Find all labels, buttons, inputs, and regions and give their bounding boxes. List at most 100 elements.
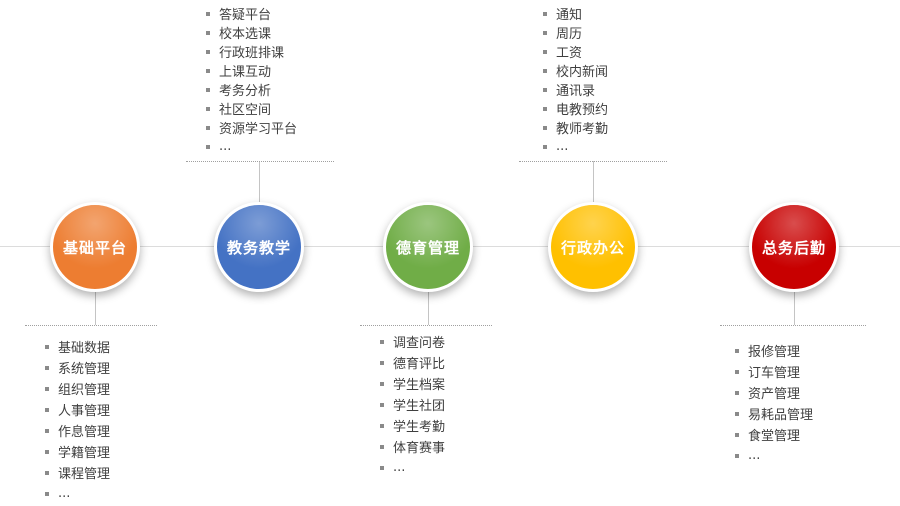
list-item-label: 学生考勤	[393, 420, 446, 435]
bullet-icon	[380, 381, 384, 386]
node-circle-moral-education: 德育管理	[383, 202, 473, 292]
list-item-label: 基础数据	[58, 341, 111, 356]
bullet-icon	[206, 30, 210, 35]
bullet-icon	[45, 449, 49, 454]
list-item-label: ...	[556, 139, 569, 154]
bullet-icon	[206, 87, 210, 92]
connector-line-node2	[259, 161, 260, 202]
list-item-label: 系统管理	[58, 362, 111, 377]
bullet-icon	[380, 444, 384, 449]
bullet-icon	[45, 470, 49, 475]
list-item: 社区空间	[206, 99, 297, 118]
bullet-icon	[206, 68, 210, 73]
list-item: 德育评比	[380, 352, 445, 373]
list-item-label: 通讯录	[556, 84, 596, 99]
list-item: 课程管理	[45, 462, 110, 483]
list-item-label: 学籍管理	[58, 446, 111, 461]
list-item-label: 上课互动	[219, 65, 272, 80]
list-item: 上课互动	[206, 61, 297, 80]
bullet-icon	[45, 491, 49, 496]
list-item: 基础数据	[45, 336, 110, 357]
list-item: ...	[735, 445, 813, 466]
list-item: 行政班排课	[206, 42, 297, 61]
connector-line-node3	[428, 292, 429, 325]
list-item: ...	[380, 457, 445, 478]
list-item: 订车管理	[735, 361, 813, 382]
node-label: 行政办公	[560, 238, 625, 257]
list-item-label: 社区空间	[219, 103, 272, 118]
connector-line-node4	[593, 161, 594, 202]
list-item-label: 报修管理	[748, 345, 801, 360]
node-label: 教务教学	[226, 238, 291, 257]
feature-list-moral-education: 调查问卷 德育评比 学生档案 学生社团 学生考勤 体育赛事 ...	[380, 331, 445, 478]
bullet-icon	[735, 411, 739, 416]
bullet-icon	[45, 407, 49, 412]
bullet-icon	[380, 402, 384, 407]
list-item: 通知	[543, 4, 608, 23]
list-item: ...	[45, 483, 110, 504]
list-item: 资源学习平台	[206, 118, 297, 137]
feature-list-academic-teaching: 答疑平台 校本选课 行政班排课 上课互动 考务分析 社区空间 资源学习平台 ..…	[206, 4, 297, 156]
bullet-icon	[45, 344, 49, 349]
bullet-icon	[380, 339, 384, 344]
list-item: 易耗品管理	[735, 403, 813, 424]
bullet-icon	[543, 106, 547, 111]
list-item: 通讯录	[543, 80, 608, 99]
bullet-icon	[735, 453, 739, 458]
list-item-label: ...	[748, 448, 761, 463]
node-label: 基础平台	[62, 238, 127, 257]
bullet-icon	[735, 390, 739, 395]
feature-list-basic-platform: 基础数据 系统管理 组织管理 人事管理 作息管理 学籍管理 课程管理 ...	[45, 336, 110, 504]
list-item-label: 学生档案	[393, 378, 446, 393]
dotted-divider-node3	[360, 325, 492, 326]
list-item: ...	[206, 137, 297, 156]
list-item: 组织管理	[45, 378, 110, 399]
list-item: 答疑平台	[206, 4, 297, 23]
list-item-label: 人事管理	[58, 404, 111, 419]
node-circle-administrative-office: 行政办公	[548, 202, 638, 292]
bullet-icon	[543, 144, 547, 149]
node-label: 总务后勤	[761, 238, 826, 257]
list-item-label: 食堂管理	[748, 429, 801, 444]
bullet-icon	[206, 49, 210, 54]
dotted-divider-node5	[720, 325, 866, 326]
list-item: 周历	[543, 23, 608, 42]
bullet-icon	[543, 87, 547, 92]
bullet-icon	[543, 49, 547, 54]
list-item: 学生社团	[380, 394, 445, 415]
bullet-icon	[206, 144, 210, 149]
list-item: 报修管理	[735, 340, 813, 361]
list-item-label: 校内新闻	[556, 65, 609, 80]
list-item-label: 答疑平台	[219, 8, 272, 23]
list-item-label: 周历	[556, 27, 583, 42]
bullet-icon	[45, 386, 49, 391]
bullet-icon	[735, 369, 739, 374]
list-item: 资产管理	[735, 382, 813, 403]
list-item-label: 通知	[556, 8, 583, 23]
bullet-icon	[735, 432, 739, 437]
bullet-icon	[45, 428, 49, 433]
list-item: 工资	[543, 42, 608, 61]
list-item: 校本选课	[206, 23, 297, 42]
list-item-label: ...	[393, 460, 406, 475]
list-item: 系统管理	[45, 357, 110, 378]
bullet-icon	[543, 68, 547, 73]
bullet-icon	[543, 125, 547, 130]
list-item-label: 资源学习平台	[219, 122, 298, 137]
dotted-divider-node4	[519, 161, 667, 162]
list-item-label: 教师考勤	[556, 122, 609, 137]
list-item: 电教预约	[543, 99, 608, 118]
bullet-icon	[206, 106, 210, 111]
list-item-label: 组织管理	[58, 383, 111, 398]
list-item: 作息管理	[45, 420, 110, 441]
connector-line-node1	[95, 292, 96, 325]
dotted-divider-node1	[25, 325, 157, 326]
feature-list-general-logistics: 报修管理 订车管理 资产管理 易耗品管理 食堂管理 ...	[735, 340, 813, 466]
list-item-label: 体育赛事	[393, 441, 446, 456]
node-circle-general-logistics: 总务后勤	[749, 202, 839, 292]
list-item: 考务分析	[206, 80, 297, 99]
bullet-icon	[206, 125, 210, 130]
list-item: 学生考勤	[380, 415, 445, 436]
list-item-label: ...	[219, 139, 232, 154]
